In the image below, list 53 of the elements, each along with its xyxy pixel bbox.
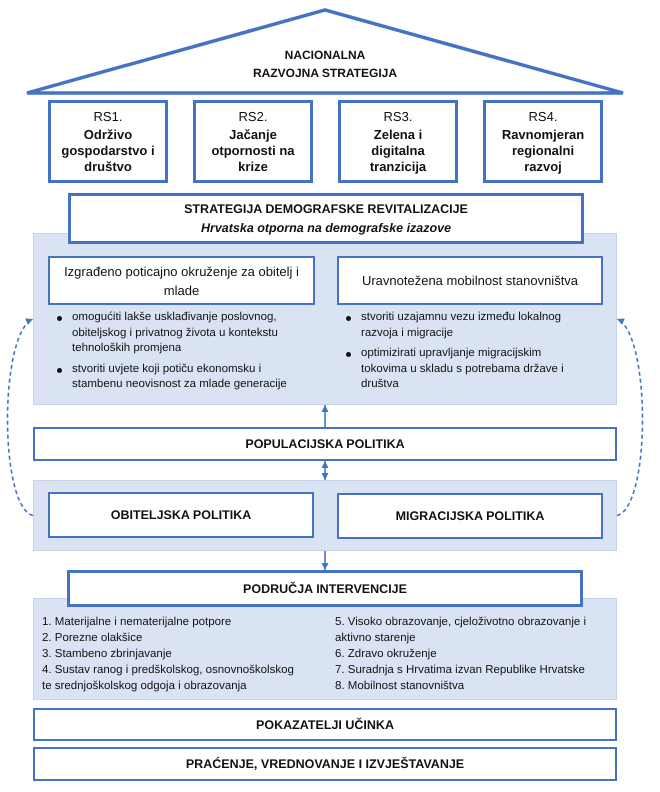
strategy-title: STRATEGIJA DEMOGRAFSKE REVITALIZACIJE: [184, 201, 468, 217]
pillar-box: [483, 100, 603, 183]
bullet-text: optimizirati upravljanje migracijskim tokovima u skladu s potrebama države i društva: [361, 346, 565, 392]
pillar-title: Ravnomjeran regionalni razvoj: [500, 126, 586, 174]
section-bar: [33, 747, 617, 781]
pillar-number: RS4.: [528, 108, 558, 124]
policy-title: MIGRACIJSKA POLITIKA: [396, 508, 544, 524]
bullet-text: omogućiti lakše usklađivanje poslovnog, obiteljskog i privatnog života u kontekstu tehnoloških promjena: [72, 310, 279, 356]
roof-title: NACIONALNA RAZVOJNA STRATEGIJA: [252, 47, 398, 82]
pillar-title: Održivo gospodarstvo i društvo: [60, 126, 156, 174]
policy-box: [48, 492, 314, 538]
goal-box: [337, 256, 603, 305]
dashed-arrow: [6, 318, 34, 516]
list-panel: [33, 598, 617, 700]
strategy-header-box: [68, 193, 584, 244]
section-header-box: [67, 570, 583, 607]
section-bar: [33, 427, 617, 461]
list-item: 1. Materijalne i nematerijalne potpore: [42, 615, 232, 630]
section-title: POPULACIJSKA POLITIKA: [245, 436, 405, 452]
strategy-subtitle: Hrvatska otporna na demografske izazove: [200, 220, 452, 236]
pillar-title: Zelena i digitalna tranzicija: [368, 126, 428, 174]
panel-background: [33, 480, 617, 551]
policy-title: OBITELJSKA POLITIKA: [110, 507, 252, 523]
list-item: 7. Suradnja s Hrvatima izvan Republike Hrvatske: [335, 663, 586, 678]
goal-text: Uravnotežena mobilnost stanovništva: [360, 272, 580, 290]
section-title: PODRUČJA INTERVENCIJE: [243, 580, 407, 596]
goal-box: [48, 256, 315, 305]
roof-triangle: [25, 8, 625, 95]
pillar-box: [338, 100, 458, 183]
pillar-number: RS1.: [92, 108, 124, 124]
list-item: 3. Stambeno zbrinjavanje: [42, 647, 173, 662]
pillar-title: Jačanje otpornosti na krize: [210, 126, 296, 174]
double-arrow: [322, 461, 328, 480]
section-title: PRAĆENJE, VREDNOVANJE I IZVJEŠTAVANJE: [186, 756, 464, 772]
panel-background: [33, 233, 617, 405]
list-item: 4. Sustav ranog i predškolskog, osnovnoškolskog te srednjoškolskog odgoja i obrazovanja: [42, 663, 295, 694]
list-item: 5. Visoko obrazovanje, cjeloživotno obrazovanje i aktivno starenje: [335, 615, 588, 646]
list-item: 2. Porezne olakšice: [42, 631, 144, 646]
list-item: 8. Mobilnost stanovništva: [335, 679, 466, 694]
arrow: [322, 405, 328, 427]
section-title: POKAZATELJI UČINKA: [256, 716, 394, 732]
pillar-number: RS3.: [382, 108, 414, 124]
bullet-text: stvoriti uvjete koji potiču ekonomsku i stambenu neovisnost za mlade generacije: [72, 362, 288, 392]
list-item: 6. Zdravo okruženje: [335, 647, 438, 662]
dashed-arrow: [616, 318, 644, 516]
pillar-box: [48, 100, 168, 183]
pillar-number: RS2.: [238, 108, 268, 124]
goal-text: Izgrađeno poticajno okruženje za obitelj i mlade: [63, 262, 300, 300]
policy-box: [337, 493, 603, 539]
section-bar: [33, 708, 617, 741]
bullet-text: stvoriti uzajamnu vezu između lokalnog razvoja i migracije: [361, 310, 562, 340]
pillar-box: [193, 100, 313, 183]
arrow: [322, 551, 328, 570]
